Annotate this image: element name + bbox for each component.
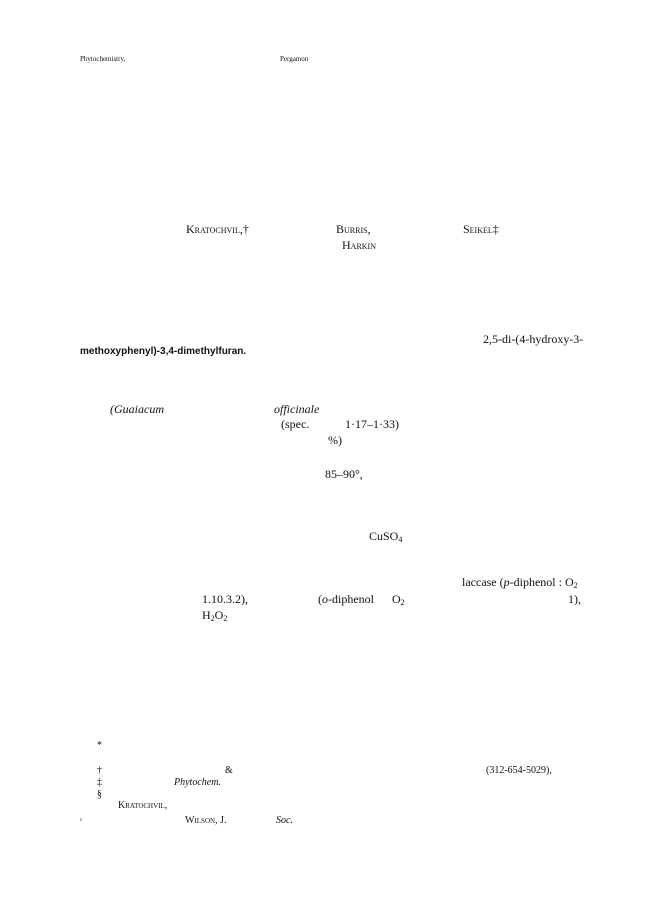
publisher-name: Pergamon [280,55,309,63]
laccase-enzyme: laccase (p-diphenol : O2 [462,575,578,590]
hydrogen-peroxide: H2O2 [202,608,228,623]
author-harkin: Harkin [342,238,376,252]
footnote-double-dagger: ‡ [97,777,102,788]
footnote-section: § [97,789,102,800]
author-kratochvil: Kratochvil,† [186,222,249,236]
footnote-ampersand: & [225,765,233,776]
compound-name-line2: methoxyphenyl)-3,4-dimethylfuran. [80,346,247,357]
reference-one: 1), [568,592,581,606]
species-name: officinale [274,402,320,416]
genus-name: (Guaiacum [110,402,164,416]
footnote-dagger: † [97,765,102,776]
copper-sulfate: CuSO4 [369,529,403,544]
o-diphenol: (o-diphenol [318,592,374,606]
author-burris: Burris, [336,222,371,236]
footnote-phone: (312-654-5029), [486,765,552,776]
percent-fragment: %) [328,433,342,447]
journal-name: Phytochemistry, [80,55,126,63]
spec-gravity-label: (spec. [281,417,310,431]
author-seikel: Seikel‡ [463,222,499,236]
footnote-kratochvil: Kratochvil, [118,800,168,811]
footnote-one: ¹ [80,817,83,825]
ec-number: 1.10.3.2), [202,592,248,606]
oxygen-formula: O2 [392,592,405,607]
spec-gravity-range: 1·17–1·33) [345,417,399,431]
footnote-wilson: Wilson, J. [185,815,227,826]
temperature-range: 85–90°, [325,467,363,481]
footnote-soc: Soc. [276,815,293,826]
footnote-star: * [97,740,102,751]
compound-name-line1: 2,5-di-(4-hydroxy-3- [483,332,584,346]
footnote-phytochem: Phytochem. [174,777,221,788]
